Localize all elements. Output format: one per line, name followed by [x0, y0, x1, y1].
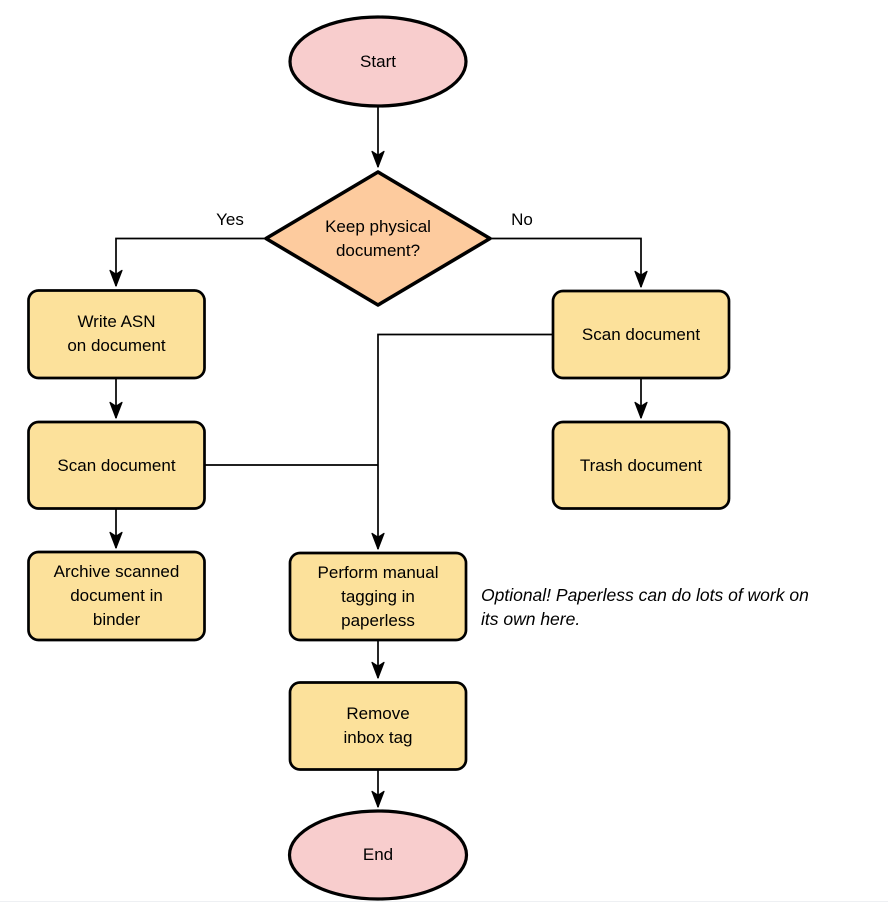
archive-node-label: Archive scanned document in binder	[53, 562, 180, 629]
no-edge-label: No	[511, 210, 533, 229]
write-asn-node-label: Write ASN on document	[67, 312, 166, 355]
optional-note-text: Optional! Paperless can do lots of work …	[481, 585, 809, 629]
edge-decision-yes	[109, 237, 266, 287]
scan-left-shape	[27, 420, 206, 510]
start-node-label: Start	[360, 51, 396, 71]
remove-inbox-node-label: Remove inbox tag	[343, 704, 413, 747]
edge-scanright-to-tagging	[371, 333, 552, 550]
end-node-label: End	[362, 845, 394, 864]
end-terminal-shape	[287, 809, 469, 901]
scan-right-shape	[551, 289, 731, 380]
scan-left-node-label: Scan document	[57, 455, 176, 475]
tagging-node-label: Perform manual tagging in paperless	[317, 562, 439, 630]
tagging-shape	[288, 551, 468, 642]
decision-diamond-shape	[264, 170, 492, 307]
scan-right-node-label: Scan document	[581, 324, 701, 344]
start-terminal-shape	[288, 15, 468, 108]
archive-shape	[27, 550, 206, 642]
trash-shape	[551, 420, 731, 510]
trash-node-label: Trash document	[579, 455, 703, 475]
decision-node-label: Keep physical document?	[325, 216, 431, 260]
bottom-divider	[0, 901, 888, 902]
edge-decision-no	[490, 237, 648, 288]
remove-inbox-shape	[288, 681, 468, 771]
yes-edge-label: Yes	[216, 210, 244, 229]
write-asn-shape	[27, 289, 206, 380]
